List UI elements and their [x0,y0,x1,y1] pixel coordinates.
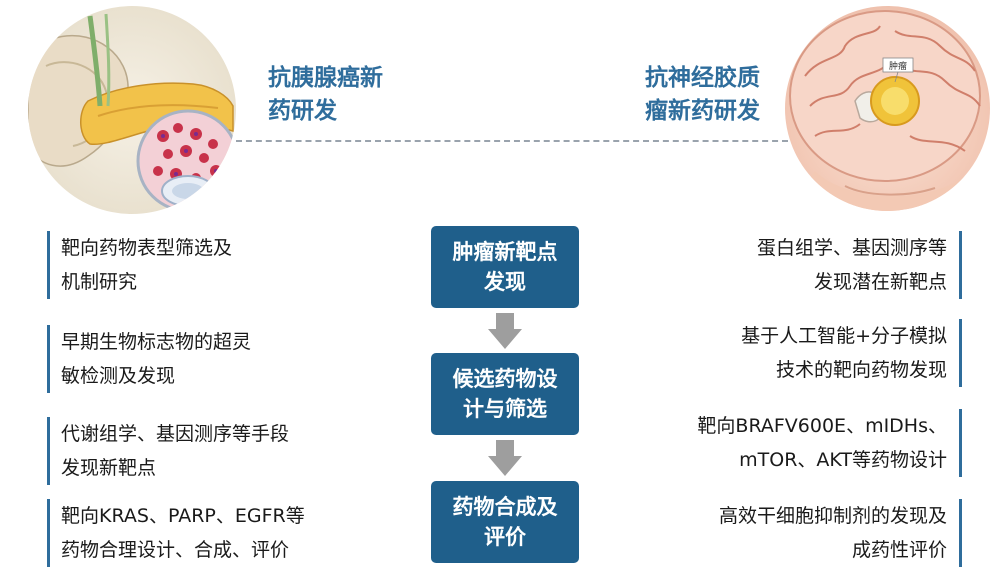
step-line: 肿瘤新靶点 [452,240,558,264]
step-line: 计与筛选 [463,397,547,421]
right-list-item: 基于人工智能+分子模拟 技术的靶向药物发现 [741,319,962,387]
flow-step-target-discovery: 肿瘤新靶点 发现 [431,226,579,308]
left-title-line: 药研发 [268,98,337,124]
item-line: 蛋白组学、基因测序等 [756,237,947,259]
item-line: 发现潜在新靶点 [813,271,947,293]
right-title-line: 瘤新药研发 [645,98,760,124]
step-line: 候选药物设 [452,367,558,391]
item-line: 高效干细胞抑制剂的发现及 [718,505,947,527]
step-line: 发现 [484,270,526,294]
dashed-divider [236,140,788,142]
item-line: 敏检测及发现 [61,365,176,387]
right-list-item: 蛋白组学、基因测序等 发现潜在新靶点 [757,231,962,299]
right-list-item: 靶向BRAFV600E、mIDHs、 mTOR、AKT等药物设计 [697,409,962,477]
item-line: 靶向KRAS、PARP、EGFR等 [61,505,305,527]
right-list-item: 高效干细胞抑制剂的发现及 成药性评价 [719,499,962,567]
right-title-line: 抗神经胶质 [645,65,760,91]
item-line: 药物合理设计、合成、评价 [61,539,290,561]
brain-tumor-illustration: 肿瘤 [785,6,990,211]
left-section-title: 抗胰腺癌新 药研发 [268,62,383,128]
flow-step-candidate-design: 候选药物设 计与筛选 [431,353,579,435]
item-line: mTOR、AKT等药物设计 [739,449,947,471]
step-line: 评价 [484,525,526,549]
left-title-line: 抗胰腺癌新 [268,65,383,91]
item-line: 成药性评价 [851,539,947,561]
item-line: 技术的靶向药物发现 [775,359,947,381]
down-arrow-icon [488,440,522,476]
left-list-item: 早期生物标志物的超灵 敏检测及发现 [47,325,251,393]
item-line: 发现新靶点 [61,457,157,479]
left-list-item: 代谢组学、基因测序等手段 发现新靶点 [47,417,289,485]
item-line: 靶向药物表型筛选及 [61,237,233,259]
left-list-item: 靶向药物表型筛选及 机制研究 [47,231,232,299]
item-line: 早期生物标志物的超灵 [61,331,252,353]
item-line: 代谢组学、基因测序等手段 [61,423,290,445]
right-section-title: 抗神经胶质 瘤新药研发 [620,62,760,128]
pancreas-illustration [28,6,236,214]
flow-step-synthesis-evaluation: 药物合成及 评价 [431,481,579,563]
down-arrow-icon [488,313,522,349]
item-line: 基于人工智能+分子模拟 [741,325,947,347]
left-list-item: 靶向KRAS、PARP、EGFR等 药物合理设计、合成、评价 [47,499,305,567]
item-line: 机制研究 [61,271,138,293]
item-line: 靶向BRAFV600E、mIDHs、 [697,415,947,437]
tumor-label: 肿瘤 [889,60,907,72]
step-line: 药物合成及 [452,495,558,519]
